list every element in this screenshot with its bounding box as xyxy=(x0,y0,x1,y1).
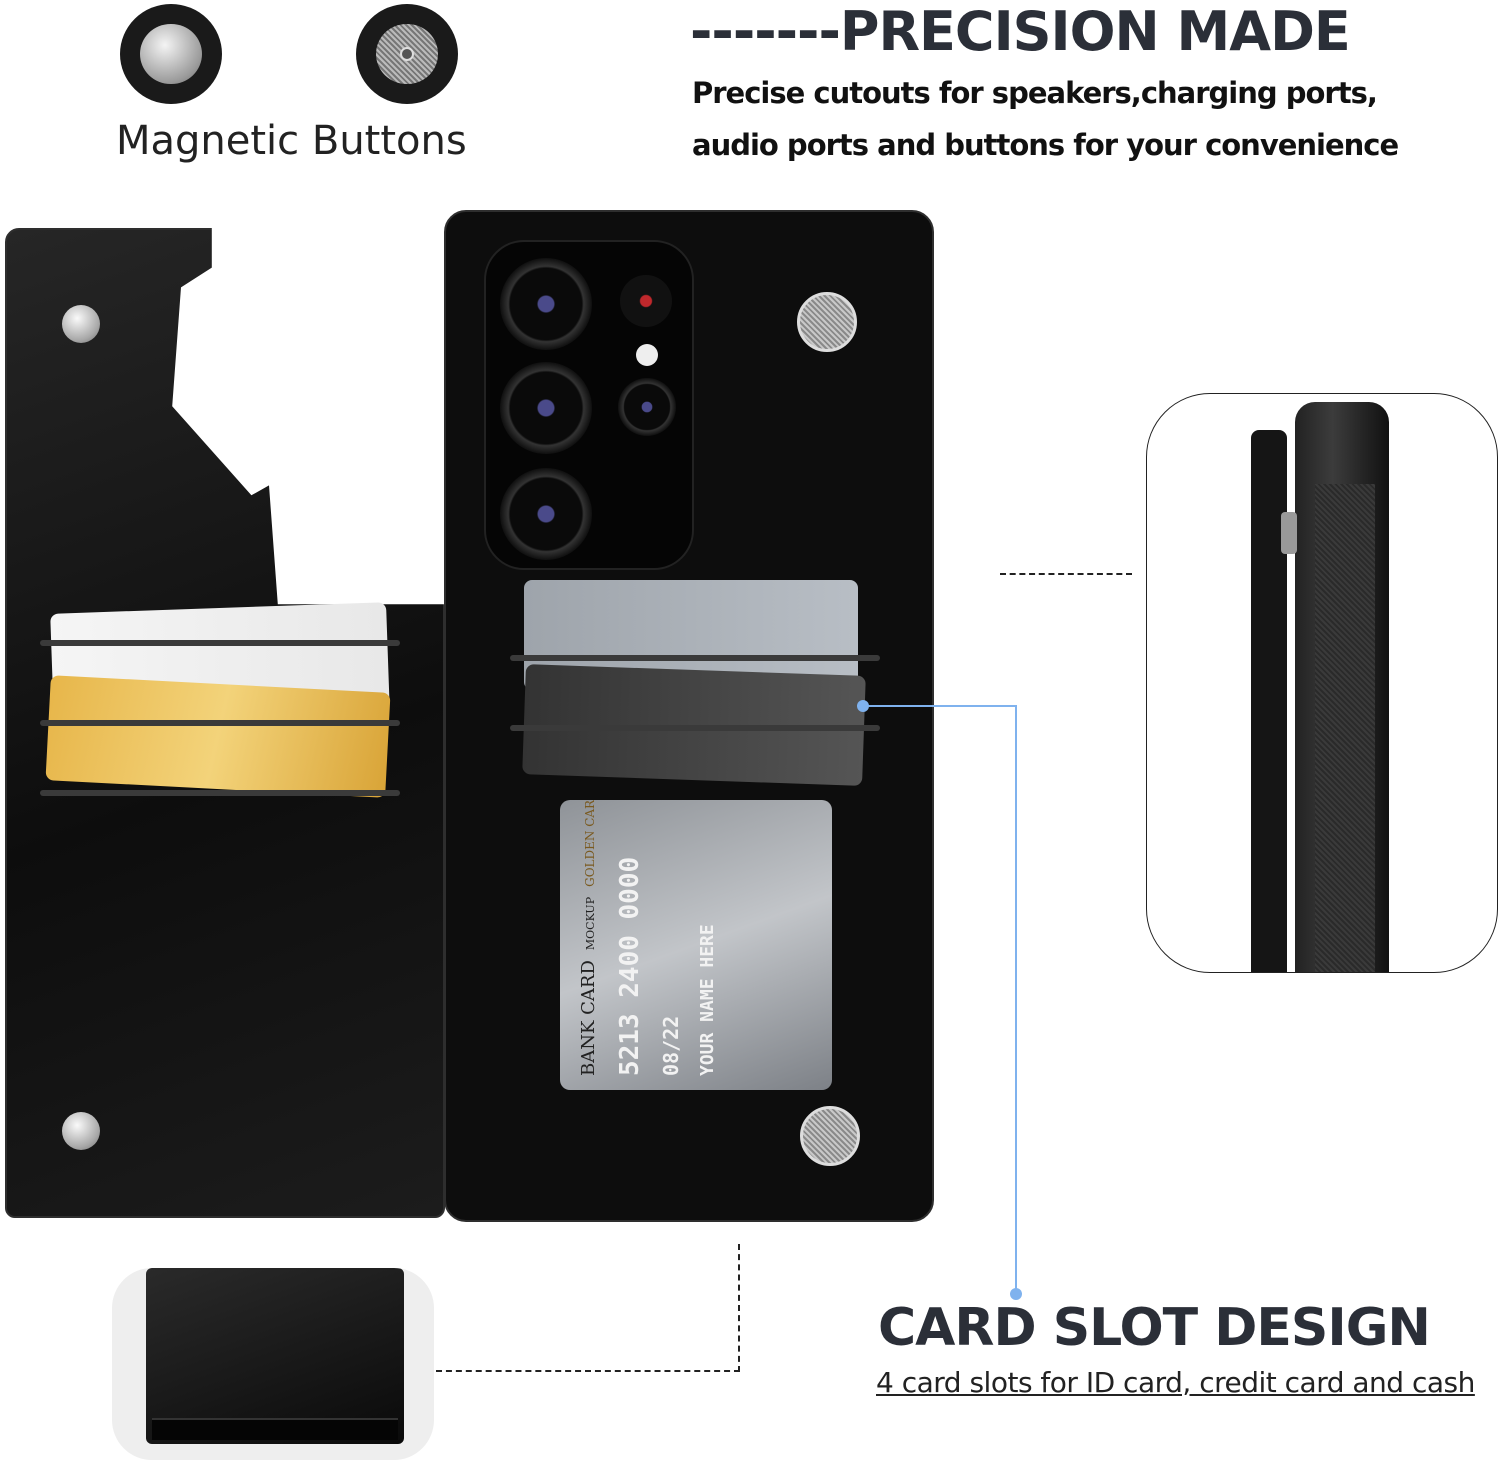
magnetic-stud-receiver-bottom xyxy=(800,1106,860,1166)
card-valid: 08/22 xyxy=(659,1015,683,1076)
magnetic-stud-top xyxy=(62,305,100,343)
camera-lens-2 xyxy=(500,362,592,454)
magnetic-buttons-label: Magnetic Buttons xyxy=(116,118,467,164)
side-detail-inset xyxy=(1146,393,1498,973)
camera-lens-1 xyxy=(500,258,592,350)
precision-line-1: Precise cutouts for speakers,charging po… xyxy=(692,76,1378,110)
callout-dot-bottom xyxy=(1010,1288,1022,1300)
precision-title: PRECISION MADE xyxy=(839,0,1351,63)
id-window-card: BANK CARD MOCKUP GOLDEN CARD 5213 2400 0… xyxy=(560,800,832,1090)
camera-lens-4 xyxy=(618,378,676,436)
flash xyxy=(636,344,658,366)
callout-dot-top xyxy=(857,700,869,712)
card-brand: BANK CARD xyxy=(578,960,599,1076)
precision-heading: -------PRECISION MADE xyxy=(690,0,1351,63)
card-slot-title: CARD SLOT DESIGN xyxy=(878,1298,1431,1358)
precision-line-2: audio ports and buttons for your conveni… xyxy=(692,128,1399,162)
folded-wallet-inset xyxy=(112,1268,434,1460)
female-magnetic-button-photo xyxy=(356,4,458,104)
gold-card xyxy=(45,675,391,798)
card-tier: GOLDEN CARD xyxy=(583,800,597,887)
card-name: YOUR NAME HERE xyxy=(697,924,718,1076)
male-magnetic-button-photo xyxy=(120,4,222,104)
card-brand-sub: MOCKUP xyxy=(584,896,597,951)
camera-lens-3 xyxy=(500,468,592,560)
heading-dashes: ------- xyxy=(690,0,841,63)
card-slot-subtitle: 4 card slots for ID card, credit card an… xyxy=(876,1366,1475,1399)
inset-connector-dashes xyxy=(1000,573,1132,575)
magnetic-stud-bottom xyxy=(62,1112,100,1150)
card-number: 5213 2400 0000 xyxy=(615,856,645,1076)
wallet-connector-dashes xyxy=(436,1244,740,1372)
callout-line xyxy=(866,705,1017,1293)
magnetic-stud-receiver-top xyxy=(797,292,857,352)
laser-sensor xyxy=(620,275,672,327)
